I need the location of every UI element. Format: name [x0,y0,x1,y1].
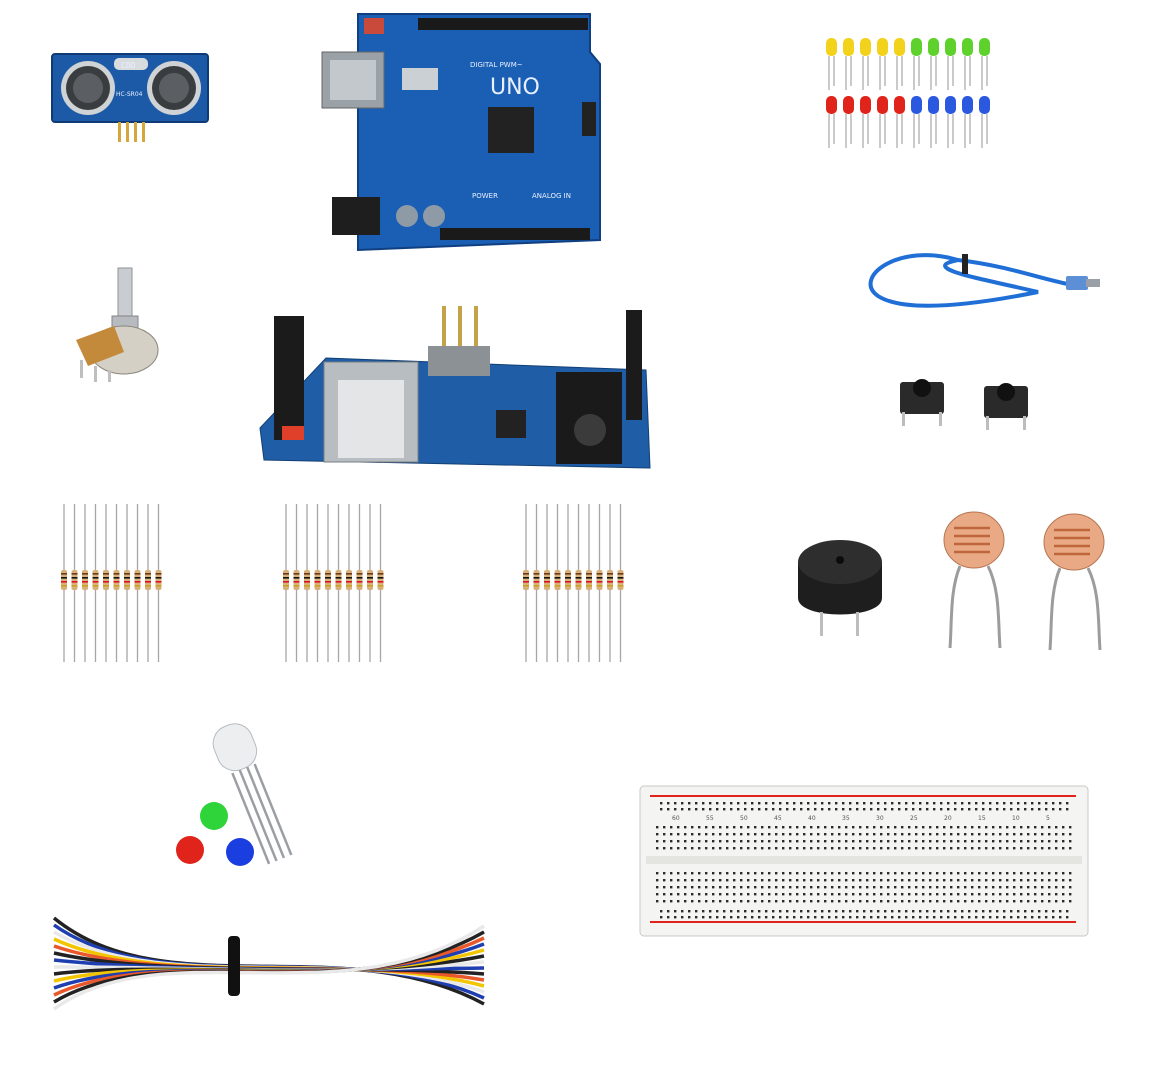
ultrasonic-sensor: CDD HC-SR04 [50,50,212,145]
resistor [575,504,582,662]
col-num: 45 [774,815,782,822]
led [945,96,956,148]
col-num: 30 [876,815,884,822]
led [911,96,922,148]
resistor [356,504,363,662]
led [843,38,854,90]
resistor [283,504,289,662]
led [928,38,939,90]
arduino-board-side [246,300,652,472]
resistor [544,504,550,662]
led [860,96,871,148]
usb-cable [858,248,1102,314]
resistor [61,504,67,662]
jumper-wires [44,908,496,1026]
led [962,38,973,90]
model-label: HC-SR04 [116,91,143,98]
resistor [92,504,99,662]
resistor [346,504,352,662]
resistor [71,504,78,662]
power-label: POWER [472,192,498,200]
led [894,38,905,90]
resistor [113,504,120,662]
col-num: 20 [944,815,952,822]
led [945,38,956,90]
resistor [617,504,624,662]
resistor-pack [520,504,632,664]
led [877,38,888,90]
led [928,96,939,148]
col-num: 55 [706,815,714,822]
jumper-wire [52,924,485,1011]
led [894,96,905,148]
led [979,38,990,90]
col-num: 25 [910,815,918,822]
uno-label: UNO [490,75,540,100]
col-num: 35 [842,815,850,822]
col-num: 60 [672,815,680,822]
resistor [377,504,384,662]
led [826,96,837,148]
led [877,96,888,148]
rgb-led [170,720,318,870]
photoresistor [1040,512,1112,652]
led [979,96,990,148]
resistor [145,504,151,662]
resistor [103,504,109,662]
resistor [82,504,88,662]
led-set [820,34,992,154]
col-num: 50 [740,815,748,822]
resistor [124,504,130,662]
resistor [314,504,321,662]
crystal-label: CDD [121,61,136,70]
resistor-pack [58,504,170,664]
led [843,96,854,148]
led [962,96,973,148]
led [826,38,837,90]
col-num: 5 [1046,815,1050,822]
resistor [586,504,592,662]
cable-tie [228,936,240,996]
resistor [155,504,162,662]
resistor [367,504,373,662]
resistor [293,504,300,662]
resistor [596,504,603,662]
resistor [554,504,561,662]
analog-label: ANALOG IN [532,192,571,200]
resistor [523,504,529,662]
resistor [607,504,613,662]
resistor [335,504,342,662]
led [911,38,922,90]
col-num: 40 [808,815,816,822]
led [860,38,871,90]
photoresistor [940,510,1012,650]
resistor [304,504,310,662]
arduino-uno-board: DIGITAL PWM~ UNO POWER ANALOG IN [320,12,602,252]
col-num: 10 [1012,815,1020,822]
digital-label: DIGITAL PWM~ [470,61,523,69]
col-num: 15 [978,815,986,822]
resistor [325,504,331,662]
push-button [894,372,950,428]
resistor [533,504,540,662]
resistor-pack [280,504,392,664]
push-button [978,376,1034,432]
breadboard: 60 55 50 45 40 35 30 25 20 15 10 5 [636,782,1092,940]
resistor [565,504,571,662]
buzzer [796,528,886,638]
potentiometer [66,266,162,384]
resistor [134,504,141,662]
